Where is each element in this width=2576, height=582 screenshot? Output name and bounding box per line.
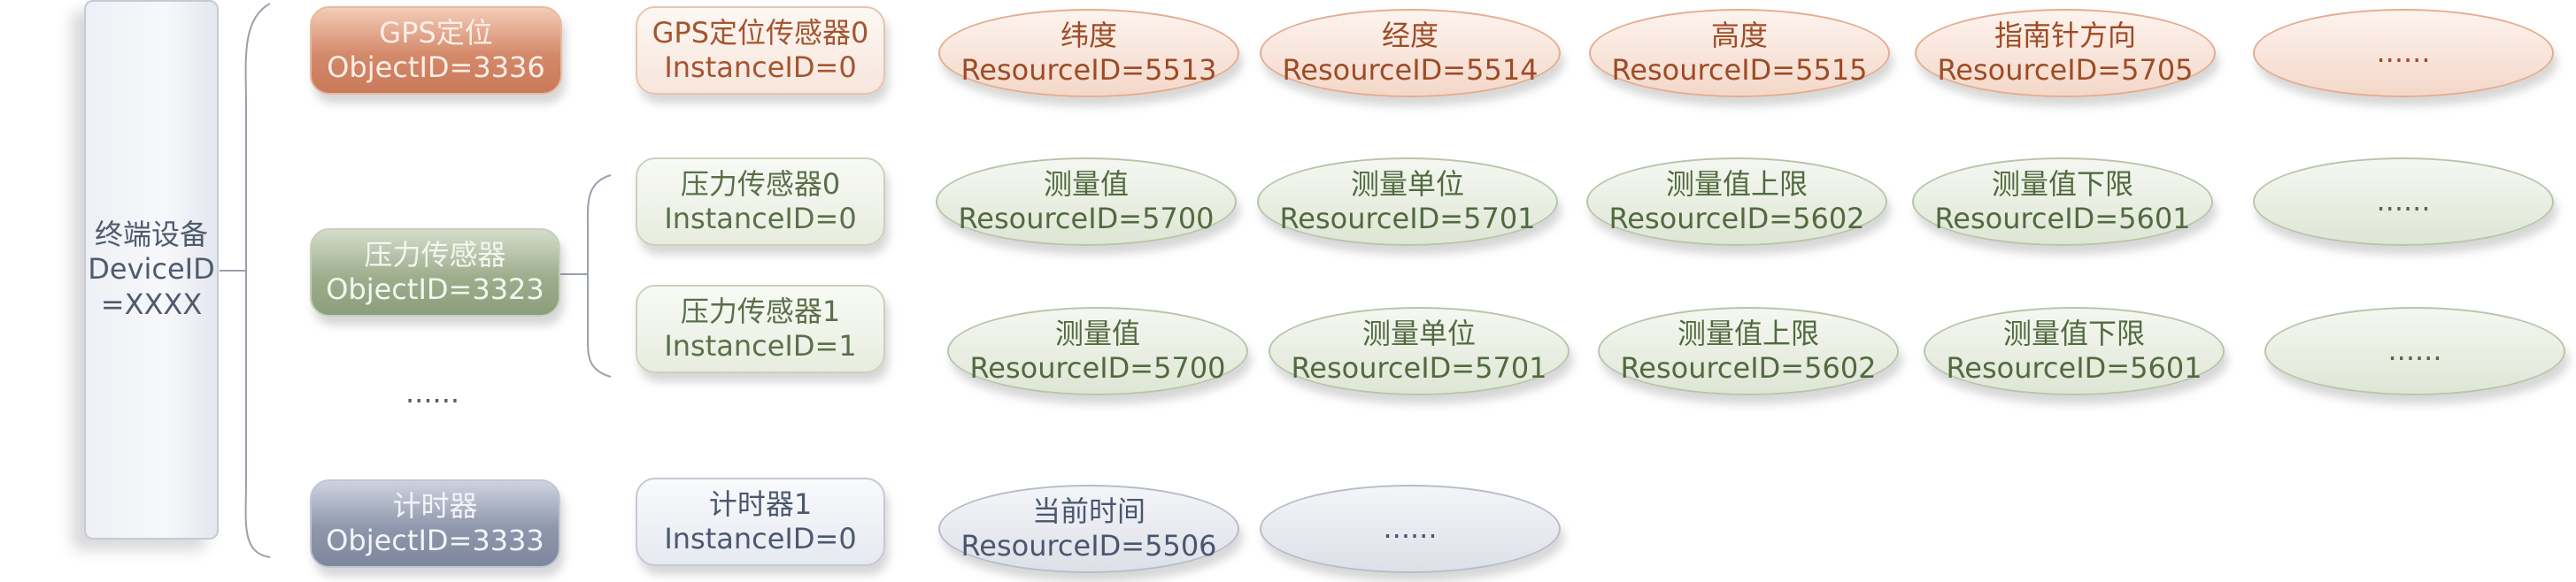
resource-p1-value-id: ResourceID=5700 xyxy=(969,351,1226,385)
device-id-label: DeviceID xyxy=(88,252,215,287)
resource-p0-value-id: ResourceID=5700 xyxy=(958,202,1215,235)
resource-p1-max-name: 测量值上限 xyxy=(1677,316,1819,350)
object-ellipsis: ...... xyxy=(405,376,460,410)
instance-gps-0-id: InstanceID=0 xyxy=(664,50,857,84)
resource-timer-current-time: 当前时间 ResourceID=5506 xyxy=(938,485,1239,573)
resource-p0-value-name: 测量值 xyxy=(1043,166,1129,201)
resource-p0-min: 测量值下限 ResourceID=5601 xyxy=(1912,157,2213,246)
instance-pressure-1: 压力传感器1 InstanceID=1 xyxy=(636,285,885,373)
resource-p0-more-label: ...... xyxy=(2376,184,2431,218)
object-timer-id: ObjectID=3333 xyxy=(326,524,544,557)
instance-timer-1: 计时器1 InstanceID=0 xyxy=(636,478,885,566)
instance-pressure-1-id: InstanceID=1 xyxy=(664,329,857,363)
resource-p0-max-name: 测量值上限 xyxy=(1665,166,1808,201)
object-gps-id: ObjectID=3336 xyxy=(327,50,545,84)
resource-gps-compass-name: 指南针方向 xyxy=(1994,18,2136,52)
resource-gps-compass: 指南针方向 ResourceID=5705 xyxy=(1915,9,2216,97)
object-timer-name: 计时器 xyxy=(392,488,478,523)
object-gps: GPS定位 ObjectID=3336 xyxy=(310,6,562,95)
resource-p1-min: 测量值下限 ResourceID=5601 xyxy=(1924,307,2225,395)
resource-p0-value: 测量值 ResourceID=5700 xyxy=(936,157,1237,246)
resource-p1-value-name: 测量值 xyxy=(1054,316,1140,350)
resource-gps-latitude-name: 纬度 xyxy=(1060,18,1117,52)
device-id-value: =XXXX xyxy=(100,287,203,321)
pressure-to-instances-brace xyxy=(586,174,612,378)
resource-p1-more: ...... xyxy=(2264,307,2565,395)
resource-p1-unit-id: ResourceID=5701 xyxy=(1291,351,1547,385)
device-node: 终端设备 DeviceID =XXXX xyxy=(84,0,219,540)
instance-pressure-1-name: 压力传感器1 xyxy=(680,294,841,328)
resource-gps-altitude-id: ResourceID=5515 xyxy=(1611,53,1868,87)
resource-p1-unit: 测量单位 ResourceID=5701 xyxy=(1269,307,1570,395)
resource-p1-more-label: ...... xyxy=(2387,333,2442,368)
object-pressure: 压力传感器 ObjectID=3323 xyxy=(310,228,560,317)
resource-gps-more-label: ...... xyxy=(2376,35,2431,70)
resource-gps-latitude-id: ResourceID=5513 xyxy=(960,53,1217,87)
resource-timer-more: ...... xyxy=(1260,485,1561,573)
resource-gps-longitude-name: 经度 xyxy=(1381,18,1438,52)
instance-gps-0: GPS定位传感器0 InstanceID=0 xyxy=(636,6,885,95)
instance-timer-1-name: 计时器1 xyxy=(708,486,813,521)
resource-gps-longitude: 经度 ResourceID=5514 xyxy=(1260,9,1561,97)
resource-p0-max: 测量值上限 ResourceID=5602 xyxy=(1586,157,1887,246)
resource-p1-max: 测量值上限 ResourceID=5602 xyxy=(1598,307,1899,395)
object-pressure-id: ObjectID=3323 xyxy=(326,272,544,306)
instance-pressure-0-name: 压力传感器0 xyxy=(680,166,841,201)
resource-gps-latitude: 纬度 ResourceID=5513 xyxy=(938,9,1239,97)
object-pressure-name: 压力传感器 xyxy=(364,237,506,272)
resource-gps-altitude-name: 高度 xyxy=(1710,18,1768,52)
resource-p1-unit-name: 测量单位 xyxy=(1361,316,1476,350)
resource-p0-max-id: ResourceID=5602 xyxy=(1608,202,1865,235)
resource-timer-current-time-id: ResourceID=5506 xyxy=(960,529,1217,563)
resource-p0-min-id: ResourceID=5601 xyxy=(1934,202,2191,235)
resource-p1-min-id: ResourceID=5601 xyxy=(1946,351,2202,385)
resource-gps-altitude: 高度 ResourceID=5515 xyxy=(1589,9,1890,97)
resource-p0-min-name: 测量值下限 xyxy=(1991,166,2133,201)
device-to-objects-brace xyxy=(244,3,271,558)
resource-gps-longitude-id: ResourceID=5514 xyxy=(1282,53,1539,87)
resource-p1-max-id: ResourceID=5602 xyxy=(1620,351,1877,385)
object-gps-name: GPS定位 xyxy=(379,15,493,50)
instance-pressure-0: 压力传感器0 InstanceID=0 xyxy=(636,157,885,246)
resource-p1-value: 测量值 ResourceID=5700 xyxy=(947,307,1248,395)
object-timer: 计时器 ObjectID=3333 xyxy=(310,479,560,568)
resource-p0-unit-id: ResourceID=5701 xyxy=(1279,202,1536,235)
resource-p0-more: ...... xyxy=(2253,157,2554,246)
resource-gps-more: ...... xyxy=(2253,9,2554,97)
resource-timer-more-label: ...... xyxy=(1383,511,1438,546)
resource-gps-compass-id: ResourceID=5705 xyxy=(1937,53,2194,87)
resource-p1-min-name: 测量值下限 xyxy=(2002,316,2145,350)
device-label: 终端设备 xyxy=(94,218,208,252)
resource-p0-unit-name: 测量单位 xyxy=(1350,166,1464,201)
resource-p0-unit: 测量单位 ResourceID=5701 xyxy=(1257,157,1558,246)
resource-timer-current-time-name: 当前时间 xyxy=(1031,494,1145,528)
instance-pressure-0-id: InstanceID=0 xyxy=(664,202,857,235)
instance-timer-1-id: InstanceID=0 xyxy=(664,522,857,555)
instance-gps-0-name: GPS定位传感器0 xyxy=(652,15,869,50)
